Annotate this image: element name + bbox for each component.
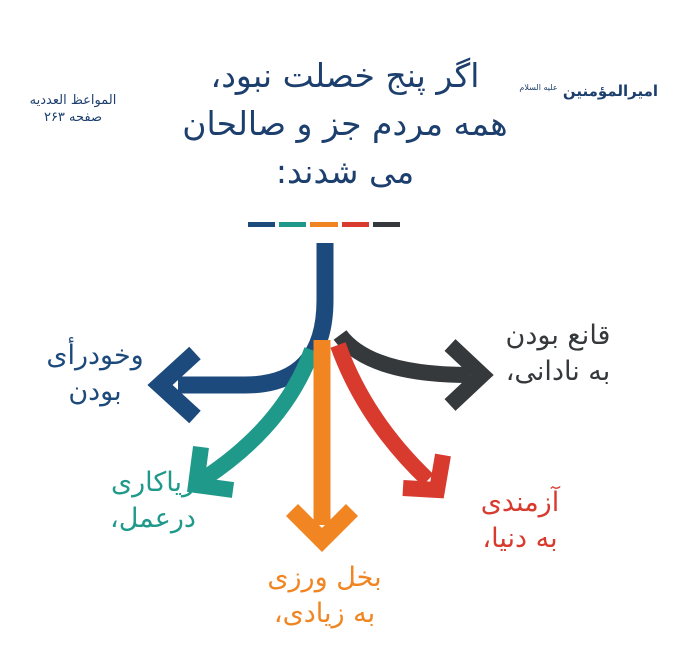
source-reference: المواعظ العددیه صفحه ۲۶۳ bbox=[18, 92, 128, 126]
label-hypocrisy-line2: درعمل، bbox=[110, 503, 196, 534]
source-page: صفحه ۲۶۳ bbox=[43, 110, 103, 125]
author-name: امیرالمؤمنین bbox=[562, 82, 658, 100]
arrow-content-ignorance bbox=[333, 329, 494, 411]
label-self-opinion-line2: بودن bbox=[68, 376, 122, 407]
stripe-dark bbox=[372, 222, 401, 227]
source-book: المواعظ العددیه bbox=[29, 93, 117, 108]
title-line-2: همه مردم جز و صالحان می شدند: bbox=[182, 104, 508, 191]
label-content-ignorance-line2: به نادانی، bbox=[505, 356, 611, 387]
arrow-greed bbox=[330, 342, 451, 499]
label-stinginess: بخل ورزی به زیادی، bbox=[252, 560, 397, 632]
stripe-teal bbox=[279, 222, 307, 227]
arrow-stinginess bbox=[285, 340, 359, 553]
label-content-ignorance-line1: قانع بودن bbox=[505, 320, 611, 351]
label-self-opinion: وخودرأی بودن bbox=[30, 338, 160, 410]
label-greed-line2: به دنیا، bbox=[482, 523, 558, 554]
label-self-opinion-line1: وخودرأی bbox=[46, 340, 144, 371]
color-stripes bbox=[248, 222, 401, 227]
label-stinginess-line2: به زیادی، bbox=[273, 598, 376, 629]
page-title: اگر پنج خصلت نبود، همه مردم جز و صالحان … bbox=[170, 52, 520, 196]
author: امیرالمؤمنین علیه السلام bbox=[498, 82, 658, 100]
title-line-1: اگر پنج خصلت نبود، bbox=[210, 56, 480, 95]
label-stinginess-line1: بخل ورزی bbox=[267, 562, 382, 593]
label-content-ignorance: قانع بودن به نادانی، bbox=[488, 318, 628, 390]
stripe-orange bbox=[310, 222, 338, 227]
stripe-red bbox=[341, 222, 369, 227]
stripe-navy bbox=[248, 222, 276, 227]
label-hypocrisy-line1: ریاکاری bbox=[110, 467, 196, 498]
arrow-hypocrisy bbox=[187, 347, 320, 498]
author-honorific: علیه السلام bbox=[519, 83, 558, 92]
label-hypocrisy: ریاکاری درعمل، bbox=[88, 465, 218, 537]
label-greed: آزمندی به دنیا، bbox=[455, 485, 585, 557]
label-greed-line1: آزمندی bbox=[480, 487, 560, 518]
